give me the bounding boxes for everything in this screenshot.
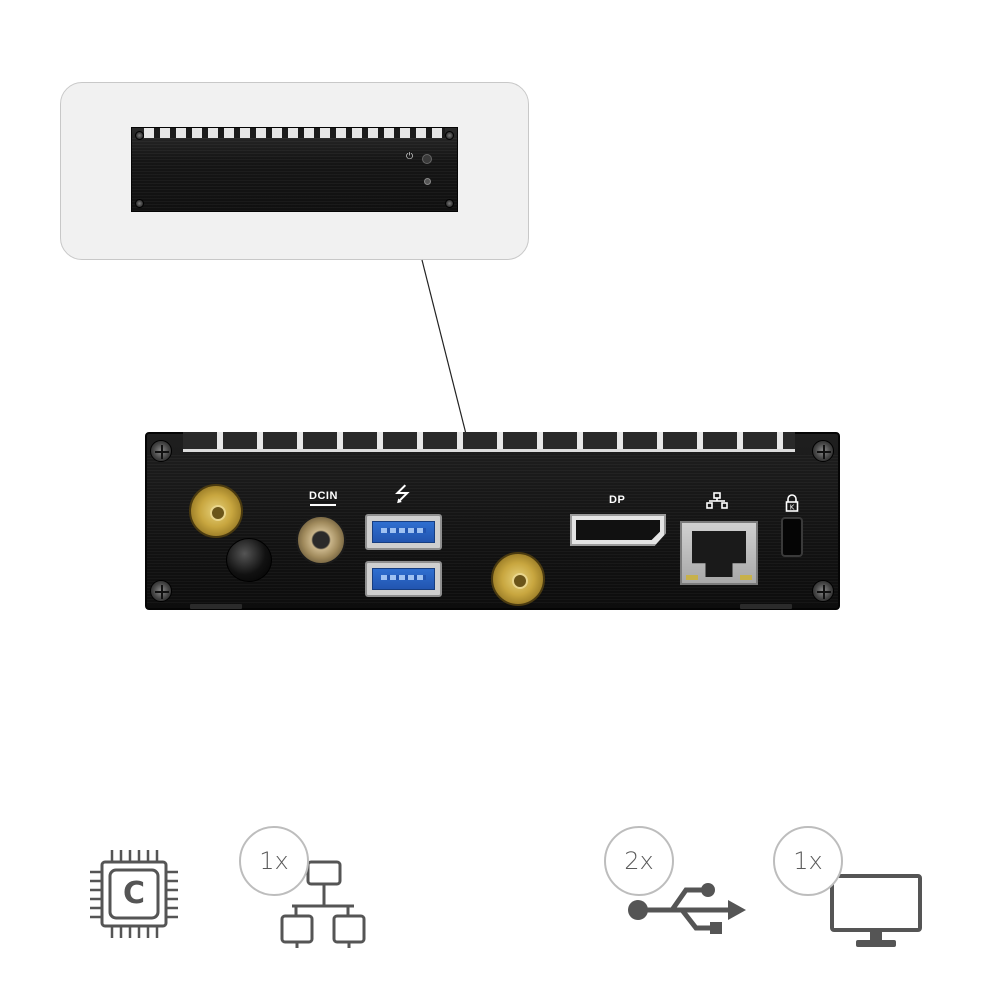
screw-icon xyxy=(812,580,834,602)
display-count-badge: 1x xyxy=(773,826,843,896)
cpu-chip-icon xyxy=(90,850,178,938)
rubber-foot xyxy=(740,604,792,609)
monitor-icon xyxy=(830,874,922,947)
rubber-foot xyxy=(190,604,242,609)
status-led xyxy=(424,178,431,185)
screw-icon xyxy=(150,440,172,462)
dcin-label: DCIN xyxy=(309,490,338,502)
dp-label: DP xyxy=(609,494,626,506)
screw-icon xyxy=(812,440,834,462)
usb-count-badge: 2x xyxy=(604,826,674,896)
lock-icon: K xyxy=(785,494,799,512)
rear-heatsink-fins xyxy=(183,432,795,452)
screw-icon xyxy=(135,131,144,140)
screw-icon xyxy=(150,580,172,602)
power-button[interactable] xyxy=(422,154,432,164)
front-heatsink-fins xyxy=(144,128,445,138)
cpu-label: C xyxy=(122,876,146,911)
power-icon: ⏻ xyxy=(406,152,414,162)
front-panel xyxy=(131,127,458,212)
screw-icon xyxy=(445,199,454,208)
lan-count-badge: 1x xyxy=(239,826,309,896)
screw-icon xyxy=(445,131,454,140)
antenna-connector[interactable] xyxy=(189,484,243,538)
ethernet-port[interactable] xyxy=(680,521,758,585)
kensington-lock-slot[interactable] xyxy=(781,517,803,557)
usb-port[interactable] xyxy=(365,514,442,550)
dc-power-jack[interactable] xyxy=(296,515,346,565)
svg-text:K: K xyxy=(790,504,795,512)
network-icon xyxy=(280,860,366,948)
screw-icon xyxy=(135,199,144,208)
displayport-port[interactable] xyxy=(570,514,666,546)
usb-icon xyxy=(628,883,746,934)
reset-knob[interactable] xyxy=(226,538,272,582)
ethernet-icon xyxy=(706,492,728,509)
usb-symbol-icon: ⭍ xyxy=(394,482,411,506)
usb-port[interactable] xyxy=(365,561,442,597)
antenna-connector[interactable] xyxy=(491,552,545,606)
